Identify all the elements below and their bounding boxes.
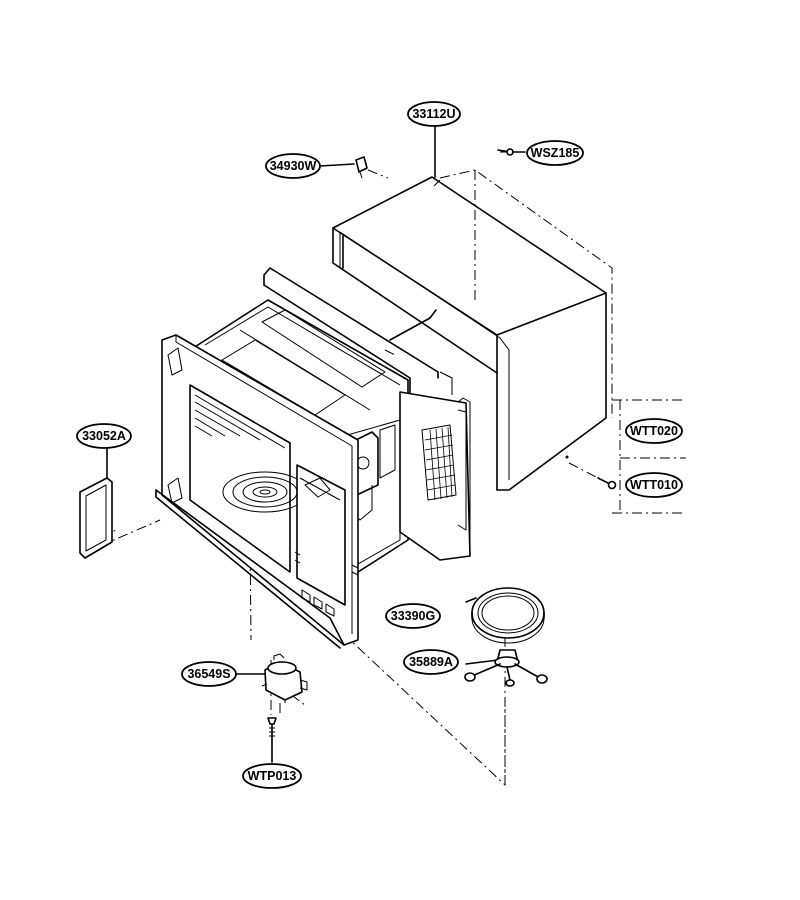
label-33052A: 33052A <box>76 423 132 449</box>
label-35889A: 35889A <box>403 649 459 675</box>
leader-lines <box>236 125 499 763</box>
label-33112U: 33112U <box>407 101 461 127</box>
label-text-33390G: 33390G <box>391 609 435 623</box>
label-WTT010: WTT010 <box>625 472 683 498</box>
label-WTT020: WTT020 <box>625 418 683 444</box>
label-33390G: 33390G <box>385 603 441 629</box>
label-36549S: 36549S <box>181 661 237 687</box>
label-text-33112U: 33112U <box>412 107 455 121</box>
latch-part <box>319 156 368 179</box>
label-text-35889A: 35889A <box>409 655 453 669</box>
oven-cavity <box>155 267 471 649</box>
label-text-WTT020: WTT020 <box>630 424 678 438</box>
turntable-ring <box>471 587 545 644</box>
label-text-36549S: 36549S <box>187 667 230 681</box>
label-34930W: 34930W <box>265 153 321 179</box>
screw-wtt010 <box>597 477 617 490</box>
label-text-34930W: 34930W <box>270 159 317 173</box>
label-WSZ185: WSZ185 <box>526 140 584 166</box>
label-text-WTT010: WTT010 <box>630 478 678 492</box>
outer-cabinet <box>332 176 607 491</box>
waveguide-cover <box>79 437 113 559</box>
screw-wsz185 <box>497 148 526 156</box>
vent-grid <box>421 424 457 501</box>
label-WTP013: WTP013 <box>242 763 302 789</box>
roller-guide <box>464 649 548 687</box>
label-text-33052A: 33052A <box>82 429 126 443</box>
label-text-WTP013: WTP013 <box>248 769 297 783</box>
screw-wtp013 <box>267 717 277 743</box>
label-text-WSZ185: WSZ185 <box>531 146 580 160</box>
turntable-motor <box>261 653 308 703</box>
